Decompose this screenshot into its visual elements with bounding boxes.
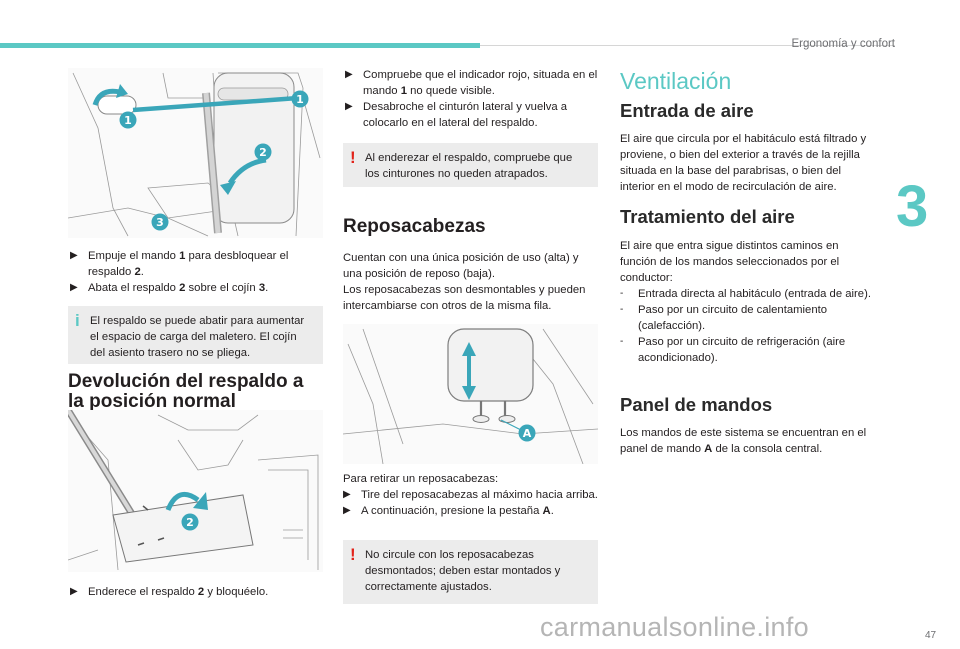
air-inlet-text: El aire que circula por el habitáculo es… xyxy=(620,133,867,193)
arrow-bullet-icon: ▶ xyxy=(343,489,351,500)
heading-air-treatment: Tratamiento del aire xyxy=(620,206,795,227)
backrest-return-illustration: 2 xyxy=(65,408,323,572)
remove-instructions: Para retirar un reposacabezas: ▶ Tire de… xyxy=(343,471,598,519)
list-item: -Paso por un circuito de refrigeración (… xyxy=(620,336,846,364)
final-step: ▶ Enderece el respaldo 2 y bloquéelo. xyxy=(70,586,269,598)
arrow-bullet-icon: ▶ xyxy=(70,282,78,293)
header-rule xyxy=(480,45,895,46)
arrow-bullet-icon: ▶ xyxy=(70,250,78,261)
arrow-bullet-icon: ▶ xyxy=(343,505,351,516)
chapter-number: 3 xyxy=(896,174,929,239)
arrow-bullet-icon: ▶ xyxy=(70,586,78,597)
warning-icon: ! xyxy=(350,545,356,564)
callout-A: A xyxy=(523,427,532,440)
callout-3: 3 xyxy=(156,216,164,229)
control-panel-text: Los mandos de este sistema se encuentran… xyxy=(620,427,867,455)
headrest-illustration: A xyxy=(342,324,599,465)
rear-seat-fold-illustration: 1 1 2 3 xyxy=(67,68,323,238)
paragraph: El aire que entra sigue distintos camino… xyxy=(620,240,840,284)
warning-note-text: No circule con los reposacabezas desmont… xyxy=(365,549,561,593)
heading-air-inlet: Entrada de aire xyxy=(620,100,754,121)
step-item: ▶ A continuación, presione la pestaña A. xyxy=(343,505,554,517)
info-icon: i xyxy=(75,311,80,330)
warning-icon: ! xyxy=(350,148,356,167)
paragraph: Cuentan con una única posición de uso (a… xyxy=(343,252,579,280)
warning-note-2: ! No circule con los reposacabezas desmo… xyxy=(343,540,598,604)
page-number: 47 xyxy=(925,630,937,641)
step-item: ▶ Desabroche el cinturón lateral y vuelv… xyxy=(345,101,568,129)
paragraph: Para retirar un reposacabezas: xyxy=(343,473,499,485)
step-item: ▶ Abata el respaldo 2 sobre el cojín 3. xyxy=(70,282,269,294)
section-title: Ergonomía y confort xyxy=(791,38,895,50)
callout-2-fig2: 2 xyxy=(186,516,194,529)
paragraph: Los reposacabezas son desmontables y pue… xyxy=(343,284,586,312)
heading-headrests: Reposacabezas xyxy=(343,216,486,237)
step-item: ▶ Compruebe que el indicador rojo, situa… xyxy=(345,69,598,97)
headrest-description: Cuentan con una única posición de uso (a… xyxy=(343,250,598,314)
callout-1-right: 1 xyxy=(296,93,304,106)
header-accent-bar xyxy=(0,43,480,48)
info-note-text: El respaldo se puede abatir para aumenta… xyxy=(90,315,305,359)
arrow-bullet-icon: ▶ xyxy=(345,69,353,80)
arrow-bullet-icon: ▶ xyxy=(345,101,353,112)
warning-note: ! Al enderezar el respaldo, compruebe qu… xyxy=(343,143,598,187)
unlock-steps: ▶ Empuje el mando 1 para desbloquear el … xyxy=(70,248,322,296)
info-note: i El respaldo se puede abatir para aumen… xyxy=(68,306,323,364)
step-item: ▶ Tire del reposacabezas al máximo hacia… xyxy=(343,489,598,501)
callout-2: 2 xyxy=(259,146,267,159)
page-title: Ventilación xyxy=(620,68,732,94)
heading-control-panel: Panel de mandos xyxy=(620,394,773,415)
watermark: carmanualsonline.info xyxy=(540,612,809,642)
callout-1-left: 1 xyxy=(124,114,132,127)
list-item: -Entrada directa al habitáculo (entrada … xyxy=(620,288,871,300)
check-steps: ▶ Compruebe que el indicador rojo, situa… xyxy=(345,67,600,131)
list-item: -Paso por un circuito de calentamiento (… xyxy=(620,304,828,332)
step-item: ▶ Empuje el mando 1 para desbloquear el … xyxy=(70,250,289,278)
air-treatment-text: El aire que entra sigue distintos camino… xyxy=(620,238,878,366)
warning-note-text: Al enderezar el respaldo, compruebe que … xyxy=(365,152,573,180)
